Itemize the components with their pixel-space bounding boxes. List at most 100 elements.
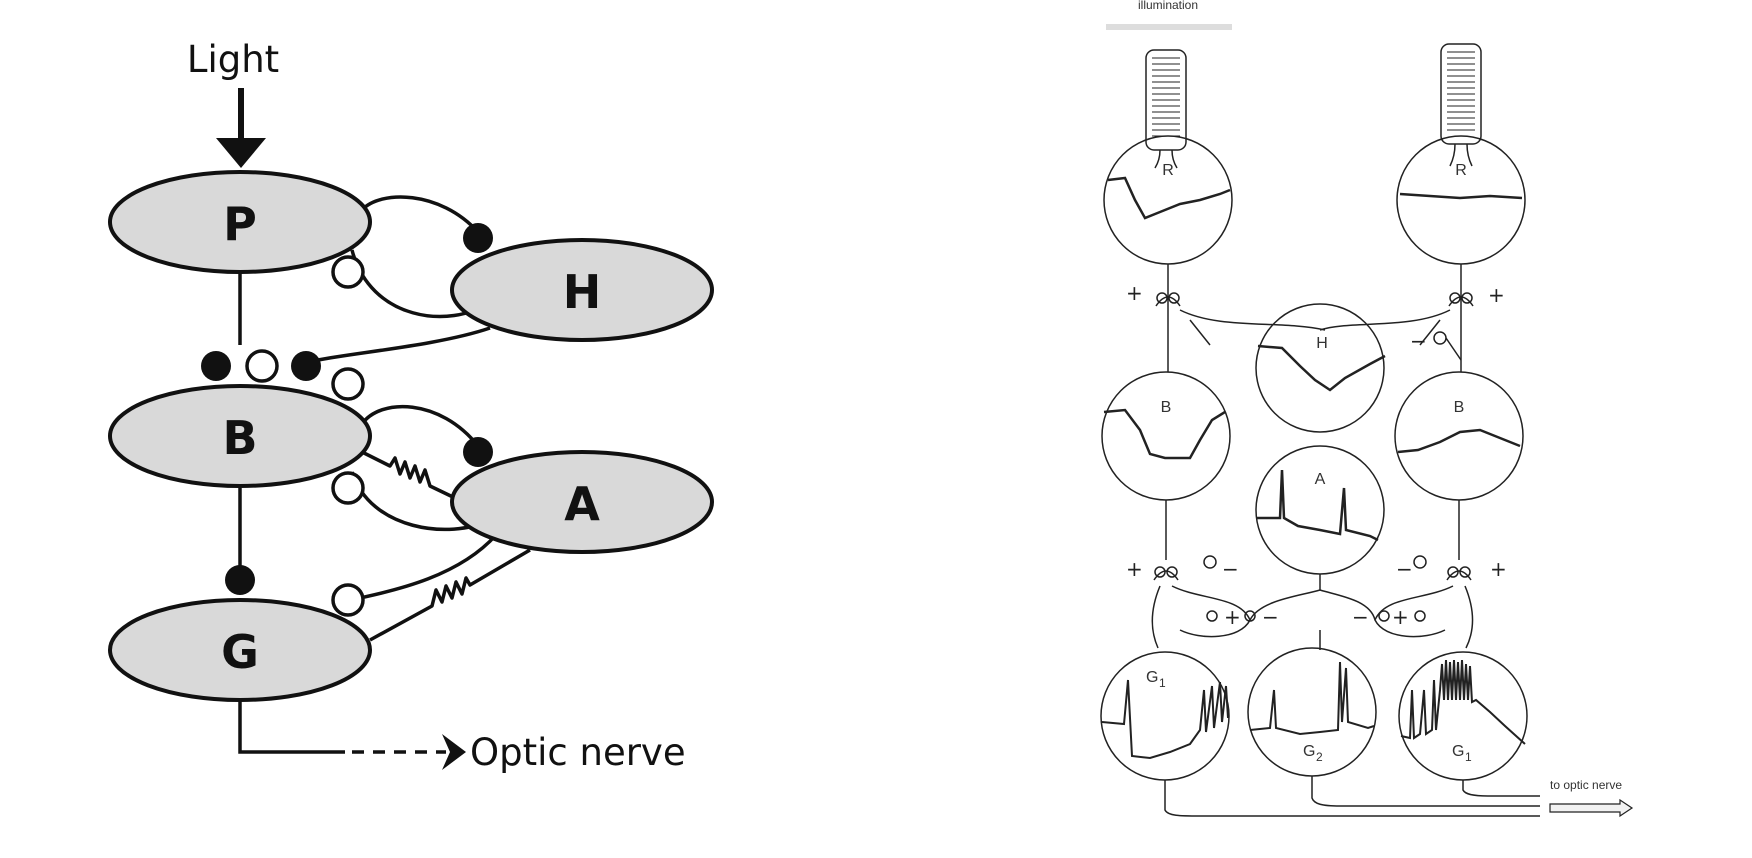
cell-b-left-label: B — [1161, 399, 1172, 416]
rod-stalk-right — [1449, 143, 1473, 167]
sign-minus: − — [1352, 605, 1369, 629]
synapse-open — [245, 349, 279, 383]
synapse-open — [331, 367, 365, 401]
synapse-cup-left-bottom — [1153, 570, 1179, 581]
illumination-label: illumination — [1138, 0, 1198, 12]
synapse-filled — [463, 223, 493, 253]
output-line — [238, 700, 345, 754]
trace-b-right — [1397, 428, 1521, 454]
cell-g1-left-sub: 1 — [1159, 676, 1166, 690]
node-p — [108, 170, 372, 274]
to-optic-nerve-label: to optic nerve — [1550, 778, 1622, 792]
cell-r-right-label: R — [1455, 162, 1467, 179]
cell-h-label: H — [1316, 335, 1328, 352]
cell-g1-right-sub: 1 — [1465, 750, 1472, 764]
h-b-connection — [317, 326, 491, 362]
synapse-h-right — [1433, 331, 1447, 345]
p-h-upper-loop — [360, 195, 480, 234]
h-right-branch — [1445, 337, 1462, 361]
rod-discs-left — [1152, 57, 1180, 137]
cell-g1-left — [1100, 651, 1230, 781]
synapse-left-top — [1156, 292, 1168, 304]
trace-g1-right — [1400, 659, 1526, 745]
trace-a — [1256, 469, 1379, 542]
node-a-label: A — [564, 477, 600, 531]
node-h-label: H — [563, 265, 602, 319]
synapse-filled — [463, 437, 493, 467]
node-h — [450, 238, 714, 342]
a-g-connection — [349, 533, 498, 602]
to-optic-nerve-arrow — [1549, 798, 1634, 818]
b-a-gap-junction — [361, 450, 456, 500]
synapse-cup-left-top — [1155, 296, 1181, 307]
node-p-label: P — [223, 197, 257, 251]
rod-outer-segment-right — [1440, 43, 1482, 145]
trace-g2 — [1249, 661, 1375, 736]
sign-plus: + — [1224, 605, 1241, 629]
synapse-right-top — [1449, 292, 1461, 304]
cell-h — [1255, 303, 1385, 433]
cell-g1-right-label: G — [1452, 743, 1464, 760]
synapse-cup-right-bottom — [1446, 570, 1472, 581]
synapse-small — [1414, 610, 1426, 622]
rod-discs-right — [1447, 51, 1475, 131]
cell-g1-left-label: G — [1146, 669, 1158, 686]
sign-minus: − — [1222, 557, 1239, 581]
node-a — [450, 450, 714, 554]
cell-b-right-label: B — [1454, 399, 1465, 416]
amacrine-process-left — [1171, 585, 1321, 638]
ganglion-dendrites — [1151, 585, 1474, 650]
sign-minus: − — [1410, 329, 1427, 353]
sign-minus: − — [1262, 605, 1279, 629]
synapse-filled — [201, 351, 231, 381]
fiber-g1-right — [1462, 780, 1540, 797]
synapse-cup-right-top — [1448, 296, 1474, 307]
cell-a — [1255, 445, 1385, 575]
synapse-inhib-left — [1203, 555, 1217, 569]
synapse-open — [331, 471, 365, 505]
sign-plus: + — [1126, 557, 1143, 581]
trace-g1-left — [1101, 679, 1229, 760]
synapse-small — [1244, 610, 1256, 622]
right-diagram: illumination R R + + − — [1100, 0, 1634, 818]
cell-g2-sub: 2 — [1316, 750, 1323, 764]
sign-plus: + — [1392, 605, 1409, 629]
cell-r-left-label: R — [1162, 162, 1174, 179]
node-g-label: G — [221, 625, 259, 679]
sign-plus: + — [1488, 283, 1505, 307]
fiber-g1-left — [1164, 780, 1540, 817]
trace-r-left — [1107, 176, 1231, 220]
synapse-right-bottom — [1459, 566, 1471, 578]
synapse-left-top — [1168, 292, 1180, 304]
node-b-label: B — [222, 411, 257, 465]
rod-stalk-left — [1154, 149, 1178, 169]
synapse-right-bottom — [1447, 566, 1459, 578]
synapse-open — [331, 583, 365, 617]
trace-b-left — [1103, 408, 1226, 460]
synapse-right-top — [1461, 292, 1473, 304]
light-label: Light — [187, 38, 279, 81]
cell-g2-label: G — [1303, 743, 1315, 760]
light-arrow-head — [216, 138, 266, 168]
sign-plus: + — [1490, 557, 1507, 581]
node-b — [108, 384, 372, 488]
synapse-inhib-right — [1413, 555, 1427, 569]
trace-h — [1257, 344, 1386, 392]
cell-b-left — [1101, 371, 1231, 501]
synapse-small — [1378, 610, 1390, 622]
b-a-upper-loop — [360, 405, 480, 448]
optic-nerve-label: Optic nerve — [470, 731, 686, 774]
synapse-left-bottom — [1166, 566, 1178, 578]
synapse-filled — [225, 565, 255, 595]
synapse-left-bottom — [1154, 566, 1166, 578]
output-arrow-head — [442, 734, 466, 770]
cell-a-label: A — [1315, 471, 1326, 488]
left-diagram: Light P H B A G — [108, 38, 714, 774]
sign-minus: − — [1396, 557, 1413, 581]
amacrine-process-right — [1319, 585, 1454, 638]
rod-outer-segment-left — [1145, 49, 1187, 151]
cell-r-right — [1396, 135, 1526, 265]
sign-plus: + — [1126, 281, 1143, 305]
synapse-small — [1206, 610, 1218, 622]
